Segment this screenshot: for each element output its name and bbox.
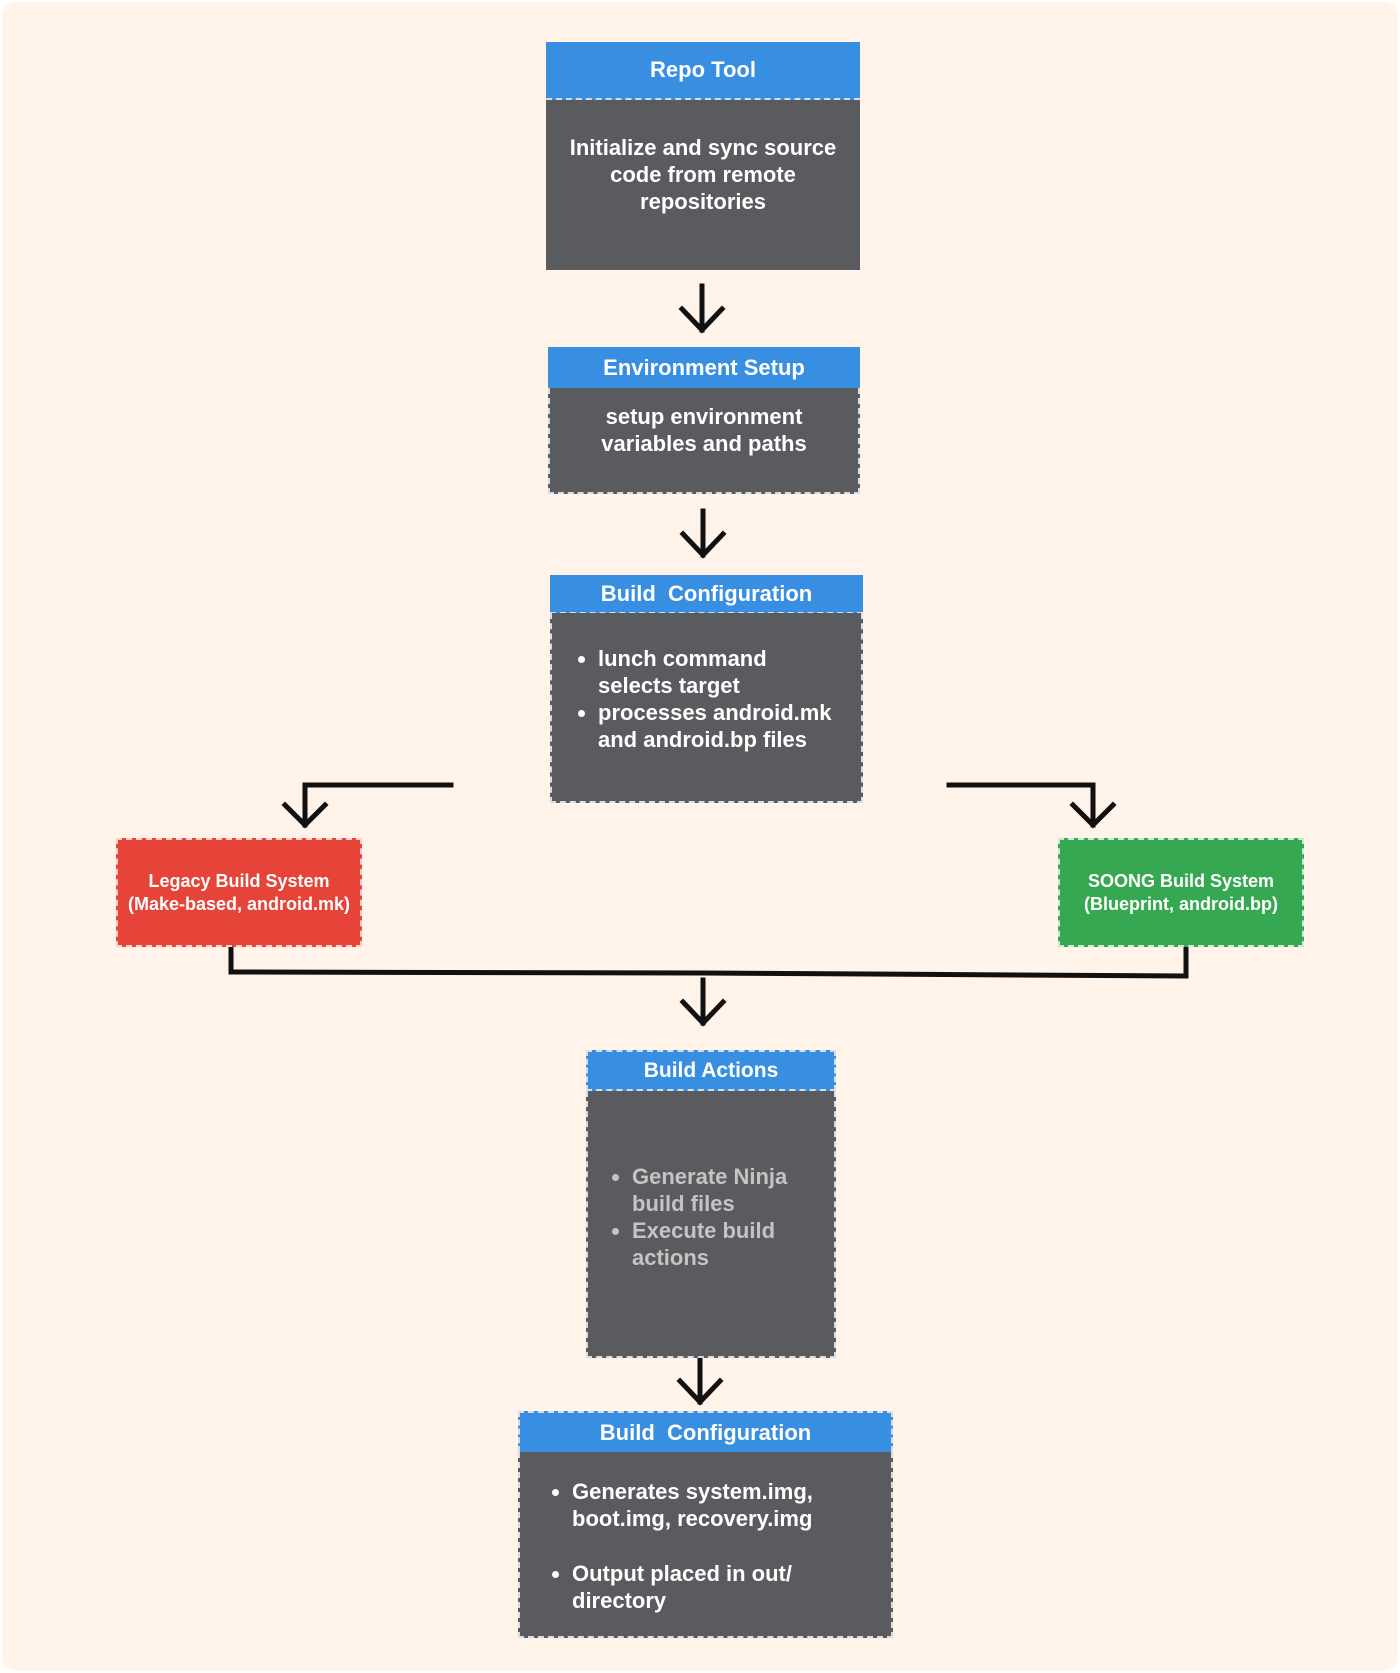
repo-tool-header: Repo Tool xyxy=(546,42,860,100)
environment-setup-body: setup environment variables and paths xyxy=(548,388,860,494)
legacy-build-system-subtitle: (Make-based, android.mk) xyxy=(127,893,351,914)
build-configuration-body: lunch command selects target processes a… xyxy=(550,613,863,803)
repo-tool-node: Repo Tool Initialize and sync source cod… xyxy=(546,42,860,270)
list-item: Output placed in out/ directory xyxy=(572,1560,877,1614)
soong-build-system-subtitle: (Blueprint, android.bp) xyxy=(1084,893,1278,914)
build-configuration-header: Build Configuration xyxy=(550,575,863,614)
build-output-list: Generates system.img, boot.img, recovery… xyxy=(548,1478,877,1614)
build-actions-node: Build Actions Generate Ninja build files… xyxy=(586,1050,836,1358)
soong-build-system-title: SOONG Build System xyxy=(1087,870,1275,891)
build-actions-header: Build Actions xyxy=(586,1050,836,1091)
repo-tool-title: Repo Tool xyxy=(650,57,756,82)
environment-setup-description: setup environment variables and paths xyxy=(601,404,807,456)
list-item: Execute build actions xyxy=(632,1217,820,1271)
build-actions-title: Build Actions xyxy=(643,1058,779,1082)
arrow-merge-to-actions xyxy=(679,977,727,1027)
build-configuration-node: Build Configuration lunch command select… xyxy=(550,575,863,803)
build-actions-list: Generate Ninja build files Execute build… xyxy=(608,1163,820,1271)
repo-tool-body: Initialize and sync source code from rem… xyxy=(546,100,860,270)
list-item: Generate Ninja build files xyxy=(632,1163,820,1217)
build-output-title: Build Configuration xyxy=(599,1419,812,1445)
environment-setup-title: Environment Setup xyxy=(603,354,805,380)
environment-setup-node: Environment Setup setup environment vari… xyxy=(548,347,860,494)
legacy-build-system-node: Legacy Build System (Make-based, android… xyxy=(116,838,362,947)
environment-setup-header: Environment Setup xyxy=(548,347,860,390)
arrow-repo-to-env xyxy=(678,283,726,334)
arrow-config-to-legacy xyxy=(281,782,454,829)
legacy-build-system-title: Legacy Build System xyxy=(148,870,330,891)
soong-build-system-node: SOONG Build System (Blueprint, android.b… xyxy=(1058,838,1304,947)
arrow-actions-to-output xyxy=(676,1357,724,1406)
build-configuration-list: lunch command selects target processes a… xyxy=(574,645,847,753)
repo-tool-description: Initialize and sync source code from rem… xyxy=(569,135,837,214)
build-configuration-title: Build Configuration xyxy=(600,580,813,606)
list-item: lunch command selects target xyxy=(598,645,847,699)
arrow-config-to-soong xyxy=(946,782,1117,829)
build-output-body: Generates system.img, boot.img, recovery… xyxy=(518,1452,893,1638)
list-item: Generates system.img, boot.img, recovery… xyxy=(572,1478,877,1532)
arrow-env-to-config xyxy=(679,508,727,559)
build-actions-body: Generate Ninja build files Execute build… xyxy=(586,1091,836,1358)
build-output-node: Build Configuration Generates system.img… xyxy=(518,1411,893,1638)
merge-connector xyxy=(228,945,1189,979)
build-output-header: Build Configuration xyxy=(518,1411,893,1452)
list-item: processes android.mk and android.bp file… xyxy=(598,699,847,753)
